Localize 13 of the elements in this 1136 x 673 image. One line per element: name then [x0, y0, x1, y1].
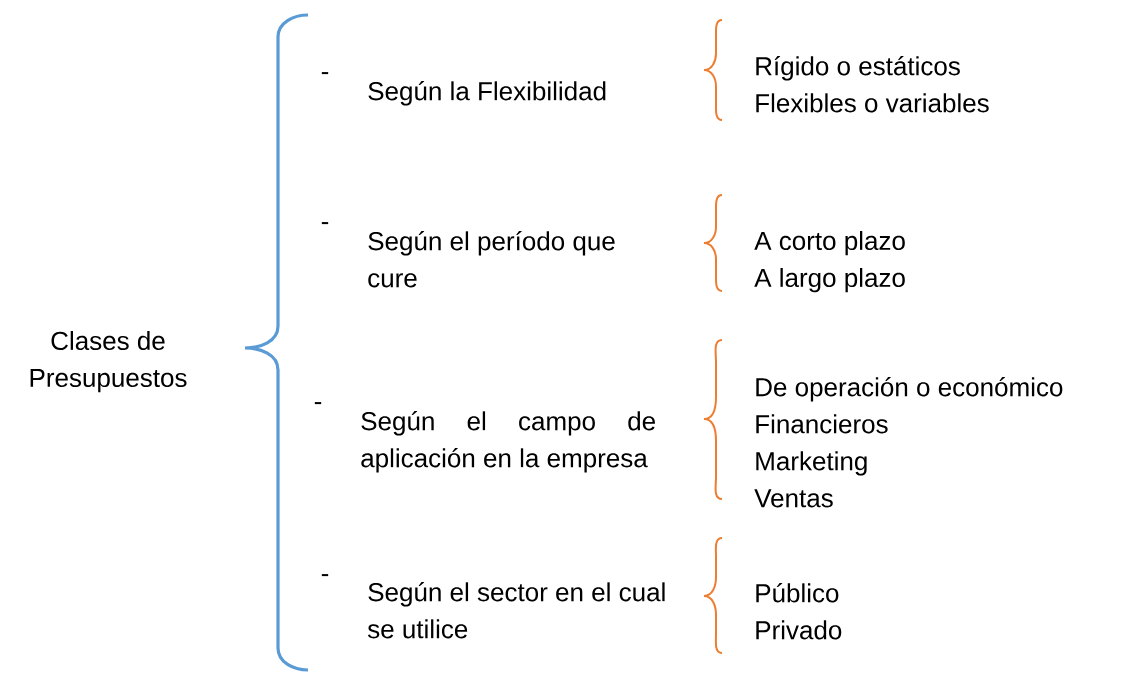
- item-list: Público Privado: [756, 583, 842, 640]
- category-text: Según el sector en el cual se utilice: [367, 582, 665, 639]
- bullet-dash: -: [321, 72, 329, 75]
- bullet-dash: -: [321, 574, 329, 577]
- bullet-dash: -: [314, 402, 322, 405]
- category-heading: Clases de Presupuestos: [30, 331, 187, 393]
- category-text: Según la Flexibilidad: [368, 81, 606, 106]
- bullet-dash: -: [321, 222, 329, 225]
- category-text: Según el período que cure: [368, 231, 615, 288]
- item-list: A corto plazo A largo plazo: [754, 231, 905, 293]
- item-list: De operación o económico Financieros Marketing Ventas: [754, 377, 1063, 508]
- item-list: Rígido o estáticos Flexibles o variables: [756, 56, 989, 113]
- category-text: Según el campo de aplicación en la empresa: [361, 411, 655, 473]
